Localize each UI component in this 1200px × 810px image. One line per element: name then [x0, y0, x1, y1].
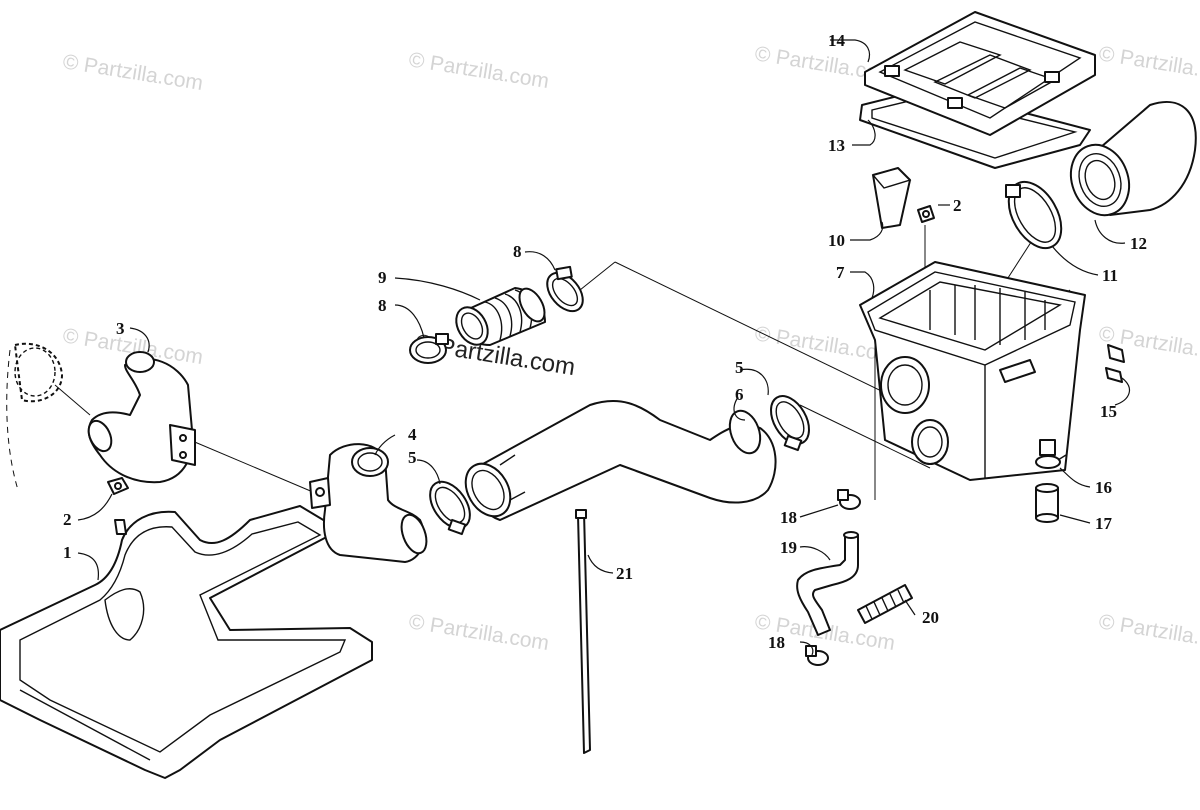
callout-8-upper: 8: [513, 242, 522, 261]
callout-18-lower: 18: [768, 633, 785, 652]
part-9-bellows-coupler: [455, 287, 546, 346]
callout-15: 15: [1100, 402, 1117, 421]
part-15-clip: [1105, 344, 1125, 383]
part-5-clamp-left: [429, 480, 471, 536]
part-21-cable-tie: [575, 509, 591, 754]
part-5-clamp-right: [770, 395, 810, 452]
part-8-clamp-upper: [546, 265, 584, 313]
callout-10: 10: [828, 231, 845, 250]
callout-2-right: 2: [953, 196, 962, 215]
watermark: © Partzilla.com: [61, 50, 204, 95]
part-16-spring-clamp: [1035, 454, 1067, 469]
callout-21: 21: [616, 564, 633, 583]
callout-9: 9: [378, 268, 387, 287]
callout-5-left: 5: [408, 448, 417, 467]
part-7-airbox: [859, 261, 1086, 481]
part-18-clamp-upper: [837, 489, 861, 510]
callout-labels: 14 13 10 2 7 11 12 15 16 17 18 19 20 18 …: [63, 31, 1147, 652]
part-20-corrugated-hose: [857, 584, 913, 624]
callout-16: 16: [1095, 478, 1112, 497]
part-6-intake-tube: [464, 400, 777, 521]
watermark: © Partzilla.com: [1097, 610, 1200, 655]
callout-2-left: 2: [63, 510, 72, 529]
part-10-filter-block: [871, 167, 912, 229]
callout-11: 11: [1102, 266, 1118, 285]
part-4-lower-elbow: [309, 443, 428, 563]
callout-5-right: 5: [735, 358, 744, 377]
callout-17: 17: [1095, 514, 1113, 533]
callout-6: 6: [735, 385, 744, 404]
part-14-airbox-lid: [864, 11, 1096, 136]
callout-20: 20: [922, 608, 939, 627]
callout-18-upper: 18: [780, 508, 797, 527]
callout-19: 19: [780, 538, 797, 557]
part-12-air-filter: [1069, 101, 1197, 217]
callout-7: 7: [836, 263, 845, 282]
callout-12: 12: [1130, 234, 1147, 253]
part-8-clamp-lower: [409, 333, 449, 364]
leader-lines: [77, 39, 1131, 656]
part-11-clamp: [1005, 180, 1063, 250]
part-3-intake-elbow: [14, 342, 196, 484]
callout-14: 14: [828, 31, 846, 50]
watermark: © Partzilla.com: [407, 48, 550, 93]
part-2-fastener-left: [107, 477, 129, 535]
watermark: © Partzilla.com: [1097, 42, 1200, 87]
part-1-skid-plate: [0, 505, 373, 779]
callout-4: 4: [408, 425, 417, 444]
callout-3: 3: [116, 319, 125, 338]
part-18-clamp-lower: [805, 645, 829, 666]
watermark: © Partzilla.com: [1097, 322, 1200, 367]
part-17-drain-plug: [1035, 483, 1059, 523]
callout-1: 1: [63, 543, 72, 562]
part-19-drain-hose: [796, 531, 859, 636]
part-2-fastener-right: [917, 205, 935, 223]
watermark: © Partzilla.com: [407, 610, 550, 655]
callout-8-lower: 8: [378, 296, 387, 315]
callout-13: 13: [828, 136, 845, 155]
